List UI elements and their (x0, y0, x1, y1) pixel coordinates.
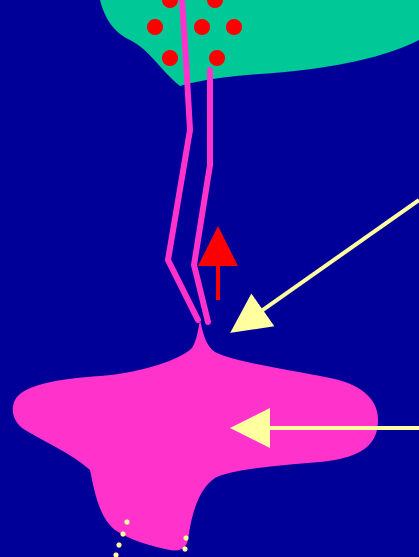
dot (120, 531, 125, 536)
dot (209, 50, 225, 66)
dot (194, 19, 210, 35)
dot (116, 542, 121, 547)
dot (183, 535, 188, 540)
dot (182, 546, 187, 551)
dot (147, 19, 163, 35)
dot (162, 50, 178, 66)
dot (226, 19, 242, 35)
dot (124, 519, 129, 524)
